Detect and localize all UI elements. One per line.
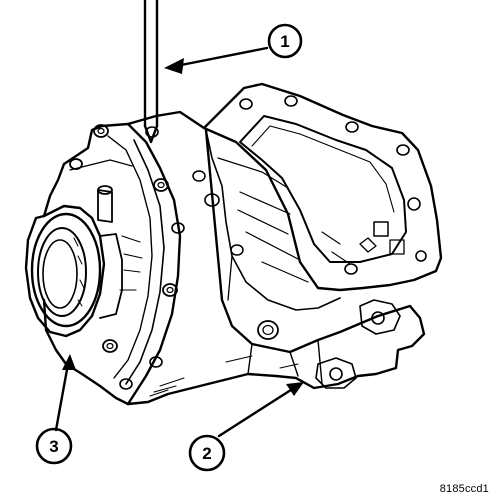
gasket-flange xyxy=(202,82,443,292)
front-cover xyxy=(42,122,185,406)
callout-label-2: 2 xyxy=(202,444,211,463)
callout-leaders xyxy=(54,0,296,438)
screwdriver-shaft xyxy=(143,0,159,128)
figure-code: 8185ccd1 xyxy=(440,483,489,495)
callout-label-3: 3 xyxy=(49,437,58,456)
callout-circle-3 xyxy=(35,427,73,465)
callout-circles xyxy=(35,23,303,472)
arrow-1 xyxy=(164,58,184,74)
screwdriver-tip xyxy=(143,124,159,144)
case-body xyxy=(126,110,426,406)
callout-label-1: 1 xyxy=(280,32,289,51)
callout-arrowheads xyxy=(62,58,304,396)
callout-circle-2 xyxy=(188,434,226,472)
arrow-3 xyxy=(62,354,76,370)
callout-circle-1 xyxy=(267,23,303,59)
output-seal xyxy=(24,204,123,338)
arrow-2 xyxy=(286,382,304,396)
